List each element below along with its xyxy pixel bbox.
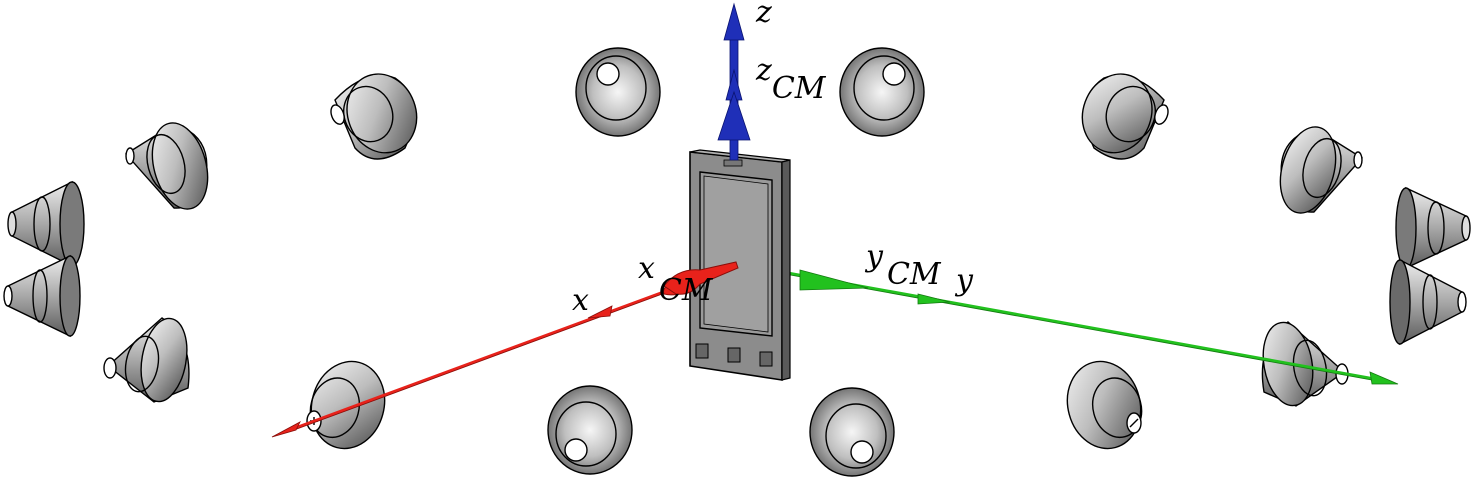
loudspeaker-cone-icon	[1389, 258, 1467, 346]
y-axis-marker	[917, 293, 951, 305]
loudspeaker-cone-icon	[103, 317, 190, 403]
loudspeaker-cone-icon	[809, 387, 895, 477]
z-cm-label-letter: z	[755, 53, 772, 88]
z-axis-arrowhead	[723, 2, 745, 41]
x-axis-label: x	[572, 283, 589, 318]
loudspeaker-cone-icon	[575, 47, 661, 137]
loudspeaker-cone-icon	[330, 73, 418, 160]
x-cm-label: xCM	[638, 251, 714, 308]
z-axis-arrow	[717, 2, 751, 161]
loudspeaker-cone-icon	[1066, 360, 1143, 450]
axis-labels: z zCM xCM x yCM y	[572, 0, 974, 318]
y-axis-arrow	[781, 269, 1399, 385]
loudspeaker-cone-icon	[306, 360, 386, 450]
z-cm-label: zCM	[755, 53, 827, 106]
y-axis-label: y	[954, 263, 974, 298]
loudspeaker-cone-icon	[3, 254, 81, 338]
y-cm-label-letter: y	[864, 239, 884, 274]
loudspeaker-cone-icon	[547, 385, 633, 475]
z-axis-label: z	[755, 0, 772, 30]
z-cm-marker	[717, 90, 751, 141]
loudspeaker-cone-icon	[839, 47, 925, 137]
z-cm-label-subscript: CM	[772, 71, 827, 106]
x-cm-head	[663, 261, 739, 295]
loudspeaker-cone-icon	[124, 122, 209, 210]
y-axis-arrowhead	[1369, 371, 1399, 385]
y-cm-label-subscript: CM	[887, 257, 942, 292]
x-cm-label-subscript: CM	[659, 273, 714, 308]
loudspeaker-cone-icon	[1081, 73, 1169, 160]
x-axis-marker	[587, 305, 613, 319]
loudspeaker-cone-icon	[7, 180, 85, 268]
y-cm-label: yCM	[864, 239, 942, 292]
smartphone-device-icon	[689, 149, 791, 381]
loudspeaker-cone-icon	[1279, 126, 1364, 214]
y-cm-marker	[799, 269, 869, 291]
speaker-cones	[3, 47, 1471, 477]
x-axis-arrowhead	[271, 421, 301, 438]
loudspeaker-cone-icon	[1261, 321, 1349, 407]
loudspeaker-cone-icon	[1395, 186, 1471, 270]
x-cm-label-letter: x	[638, 251, 655, 286]
